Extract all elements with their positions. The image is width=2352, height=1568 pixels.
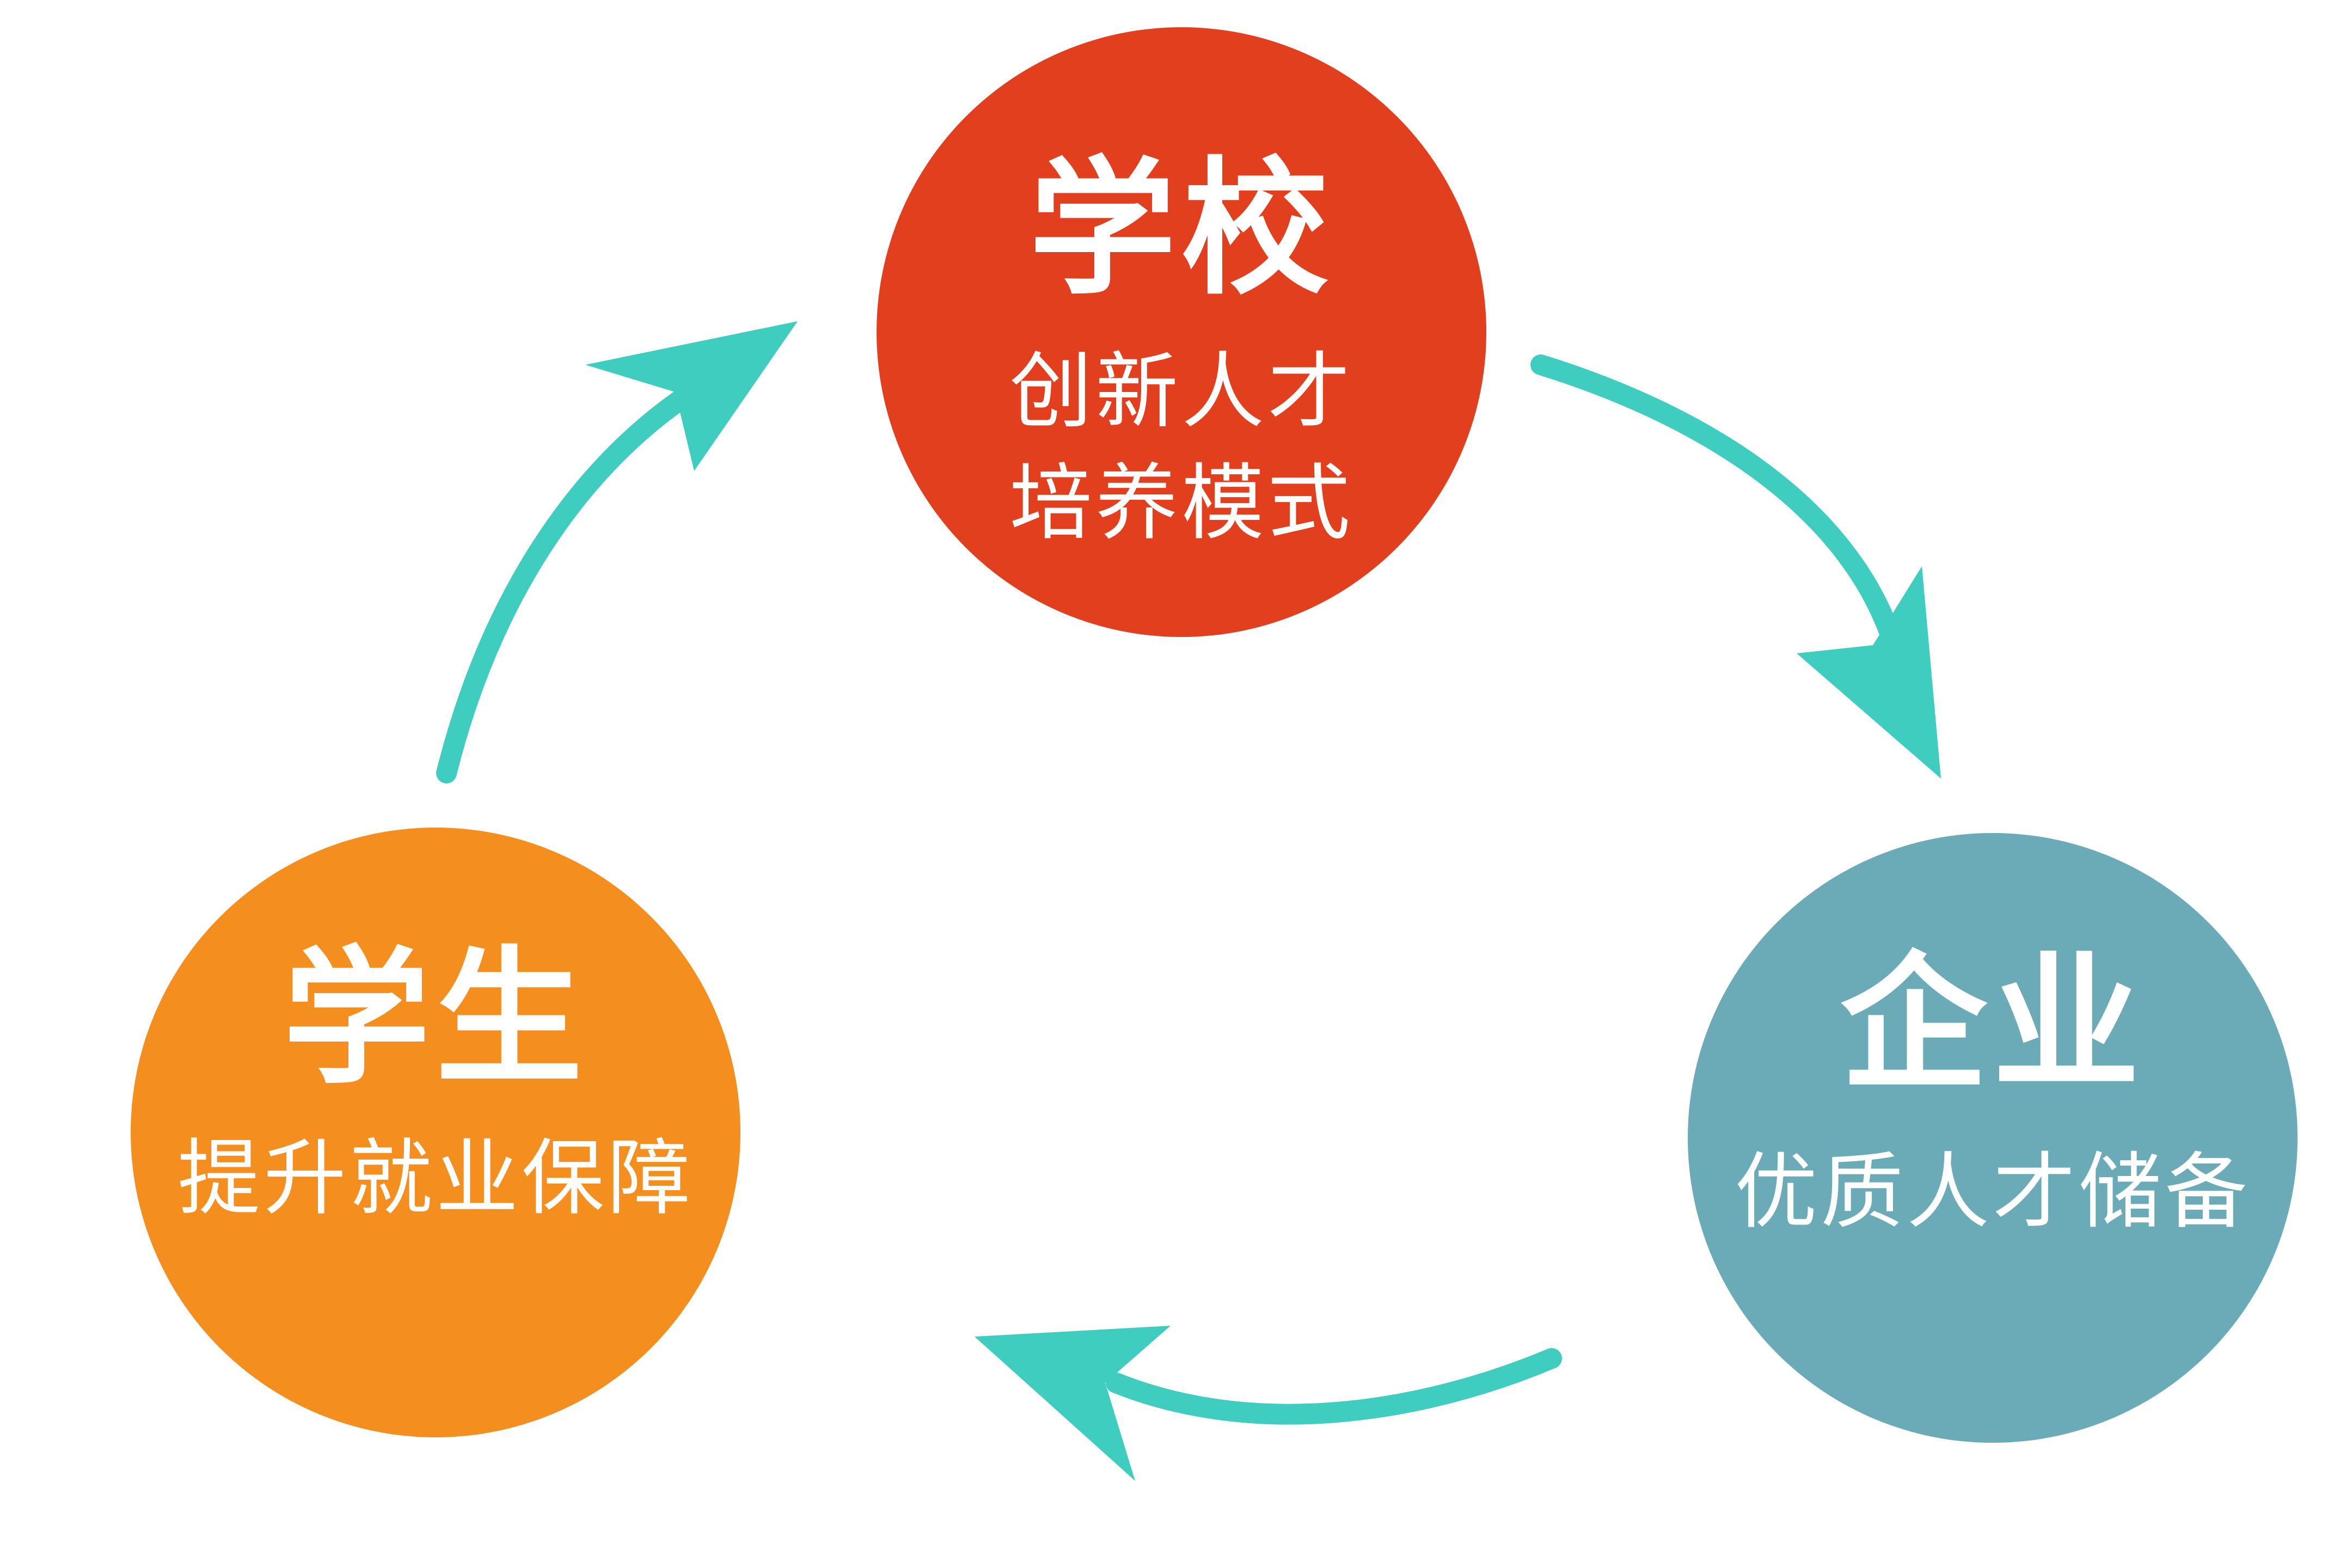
school-title: 学校 [1029,143,1334,315]
school-circle [877,27,1486,637]
arrow-school-to-enterprise [1530,354,1941,779]
arrow-enterprise-to-student [975,1326,1562,1481]
student-subtitle: 提升就业保障 [177,1130,694,1227]
arrow-shaft-student-to-school [436,382,702,783]
node-student: 学生 提升就业保障 [131,828,740,1437]
enterprise-subtitle: 优质人才储备 [1735,1144,2251,1240]
student-circle [131,828,740,1437]
school-subtitle-line1: 创新人才 [1009,344,1353,440]
arrow-shaft-school-to-enterprise [1530,354,1900,642]
arrow-head-enterprise-to-student [975,1326,1171,1481]
node-school: 学校 创新人才 培养模式 [877,27,1486,637]
arrow-head-school-to-enterprise [1797,566,1941,779]
node-enterprise: 企业 优质人才储备 [1688,833,2298,1443]
arrow-head-student-to-school [585,321,798,471]
enterprise-title: 企业 [1840,938,2145,1110]
arrow-student-to-school [436,321,798,783]
student-title: 学生 [283,933,588,1104]
arrow-shaft-enterprise-to-student [1106,1348,1562,1425]
school-subtitle-line2: 培养模式 [1009,455,1353,552]
enterprise-circle [1688,833,2298,1443]
